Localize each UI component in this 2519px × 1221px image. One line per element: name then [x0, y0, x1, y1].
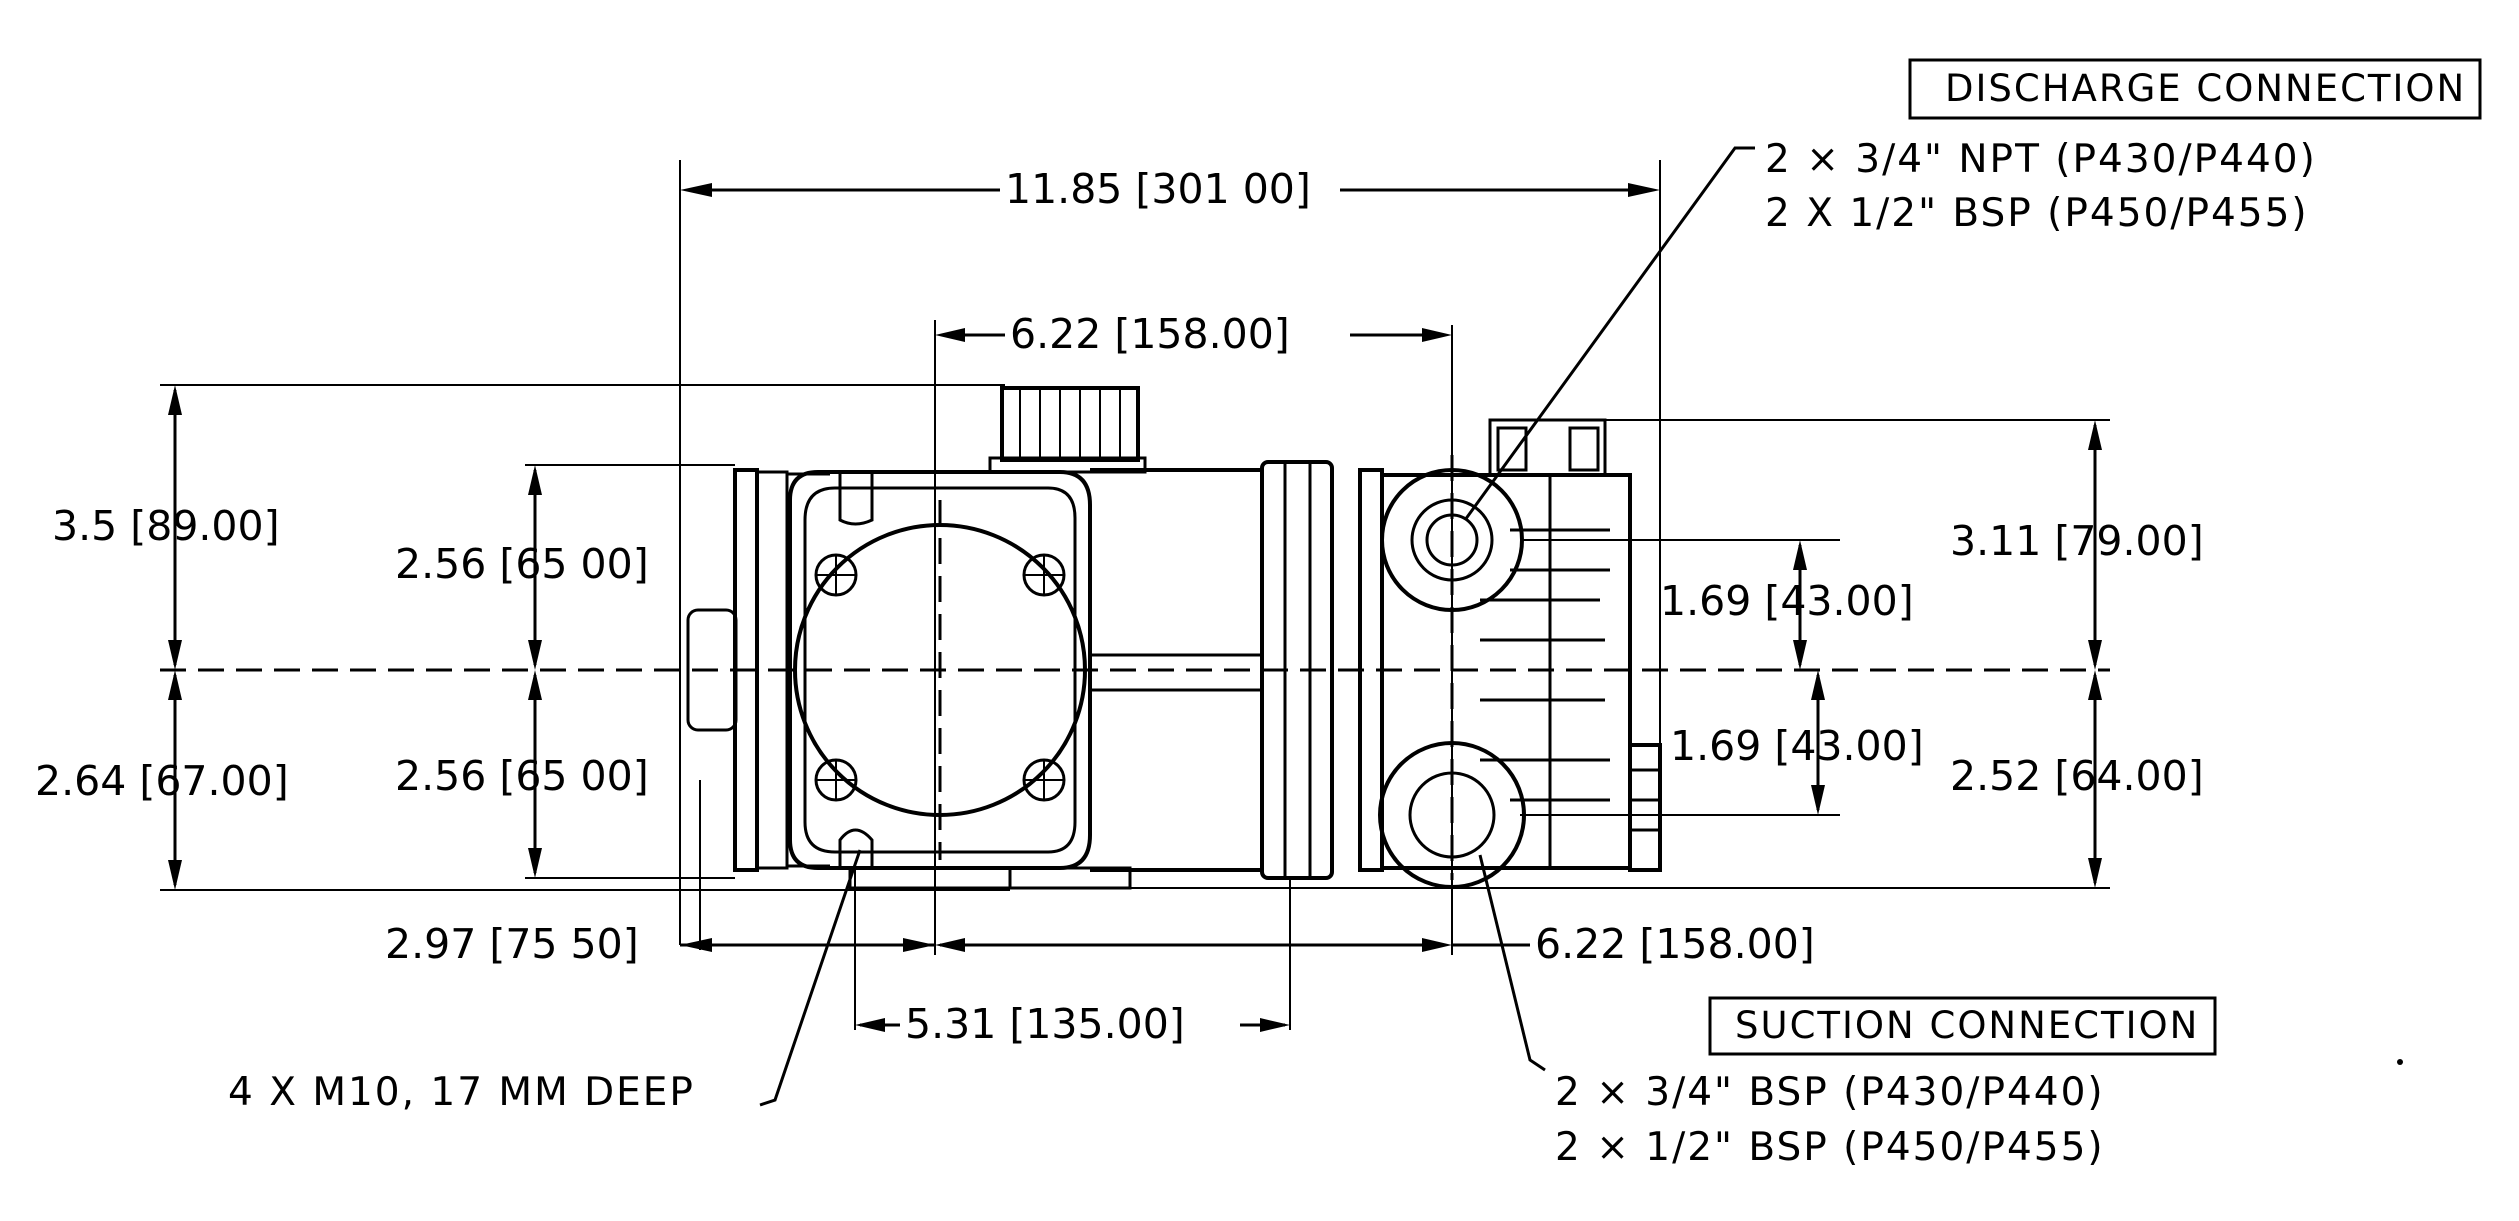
- discharge-spec-line-2: 2 X 1/2" BSP (P450/P455): [1765, 191, 2309, 236]
- dim-height-top-left: 3.5 [89.00]: [52, 502, 280, 550]
- suction-title: SUCTION CONNECTION: [1735, 1004, 2199, 1047]
- dim-mount-bottom: 2.56 [65 00]: [395, 752, 649, 800]
- discharge-title-box: [1908, 58, 2482, 120]
- discharge-spec-line-1: 2 × 3/4" NPT (P430/P440): [1765, 137, 2317, 182]
- dim-bottom-offset: 6.22 [158.00]: [1535, 920, 1815, 968]
- dim-height-bottom-right: 2.52 [64.00]: [1950, 752, 2204, 800]
- dim-top-offset: 6.22 [158.00]: [1010, 310, 1290, 358]
- dim-height-top-right: 3.11 [79.00]: [1950, 517, 2204, 565]
- dim-mount-spacing: 5.31 [135.00]: [905, 1000, 1185, 1048]
- dim-port-lower: 1.69 [43.00]: [1670, 722, 1924, 770]
- dim-port-upper: 1.69 [43.00]: [1660, 577, 1914, 625]
- dim-mount-top: 2.56 [65 00]: [395, 540, 649, 588]
- extension-lines: [160, 160, 2110, 1030]
- leader-lines: [759, 146, 1755, 1107]
- housing-bolt: [814, 553, 1066, 802]
- dim-left-offset: 2.97 [75 50]: [385, 920, 639, 968]
- mounting-thread-note: 4 X M10, 17 MM DEEP: [228, 1070, 695, 1115]
- discharge-title: DISCHARGE CONNECTION: [1945, 67, 2466, 110]
- center-lines: [160, 320, 2110, 955]
- suction-spec-line-1: 2 × 3/4" BSP (P430/P440): [1555, 1070, 2105, 1115]
- pump-body: [686, 386, 1662, 890]
- suction-spec-line-2: 2 × 1/2" BSP (P450/P455): [1555, 1125, 2105, 1170]
- dimension-lines: [168, 183, 2102, 1032]
- suction-title-box: [1708, 996, 2217, 1056]
- dim-overall-length: 11.85 [301 00]: [1005, 165, 1311, 213]
- dim-height-bottom-left: 2.64 [67.00]: [35, 757, 289, 805]
